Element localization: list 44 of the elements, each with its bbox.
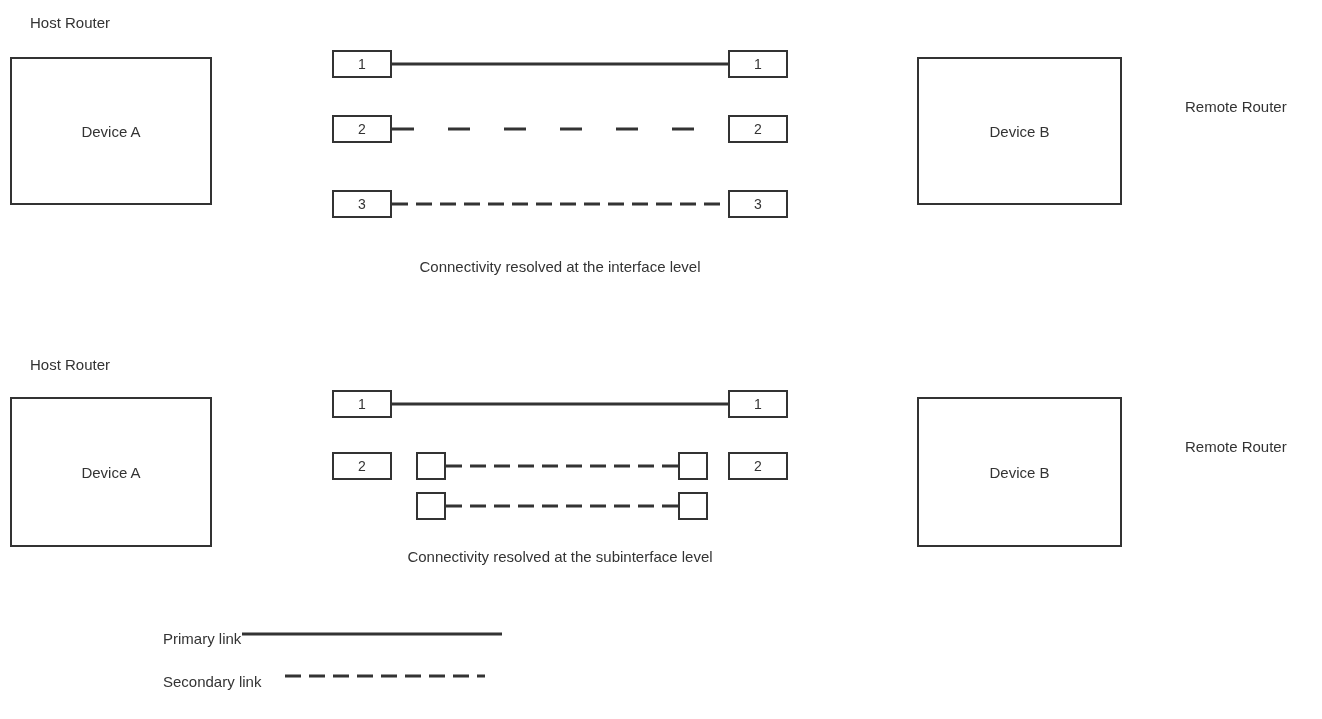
device-name: Device A xyxy=(81,122,141,140)
router-role-label: Host Router xyxy=(30,356,111,373)
device-name: Device B xyxy=(989,463,1050,481)
legend-text: Primary link xyxy=(163,630,242,647)
subinterface-box xyxy=(416,452,446,480)
port-box xyxy=(332,50,392,78)
port-number: 2 xyxy=(358,121,366,137)
device-box xyxy=(917,397,1122,547)
port-box xyxy=(728,190,788,218)
port-number: 1 xyxy=(754,396,762,412)
subinterface-box xyxy=(416,492,446,520)
port-number: 1 xyxy=(754,56,762,72)
port-box xyxy=(332,452,392,480)
port-number: 2 xyxy=(754,458,762,474)
port-number: 3 xyxy=(358,196,366,212)
caption-text: Connectivity resolved at the subinterface level xyxy=(407,548,713,565)
device-name: Device B xyxy=(989,122,1050,140)
port-box xyxy=(728,115,788,143)
legend-text: Secondary link xyxy=(163,673,262,690)
port-number: 2 xyxy=(358,458,366,474)
port-box xyxy=(728,50,788,78)
port-number: 1 xyxy=(358,396,366,412)
port-box xyxy=(728,390,788,418)
link-line xyxy=(446,504,678,508)
subinterface-box xyxy=(678,492,708,520)
port-number: 1 xyxy=(358,56,366,72)
link-line xyxy=(392,402,728,406)
port-box xyxy=(332,190,392,218)
port-box xyxy=(728,452,788,480)
router-role-label: Remote Router xyxy=(1185,98,1287,115)
device-box xyxy=(10,397,212,547)
port-number: 2 xyxy=(754,121,762,137)
router-role-label: Host Router xyxy=(30,14,111,31)
caption-text: Connectivity resolved at the interface level xyxy=(419,258,701,275)
port-number: 3 xyxy=(754,196,762,212)
router-role-label: Remote Router xyxy=(1185,438,1287,455)
port-box xyxy=(332,115,392,143)
link-line xyxy=(392,62,728,66)
device-box xyxy=(10,57,212,205)
port-box xyxy=(332,390,392,418)
device-name: Device A xyxy=(81,463,141,481)
device-box xyxy=(917,57,1122,205)
link-line xyxy=(446,464,678,468)
subinterface-box xyxy=(678,452,708,480)
